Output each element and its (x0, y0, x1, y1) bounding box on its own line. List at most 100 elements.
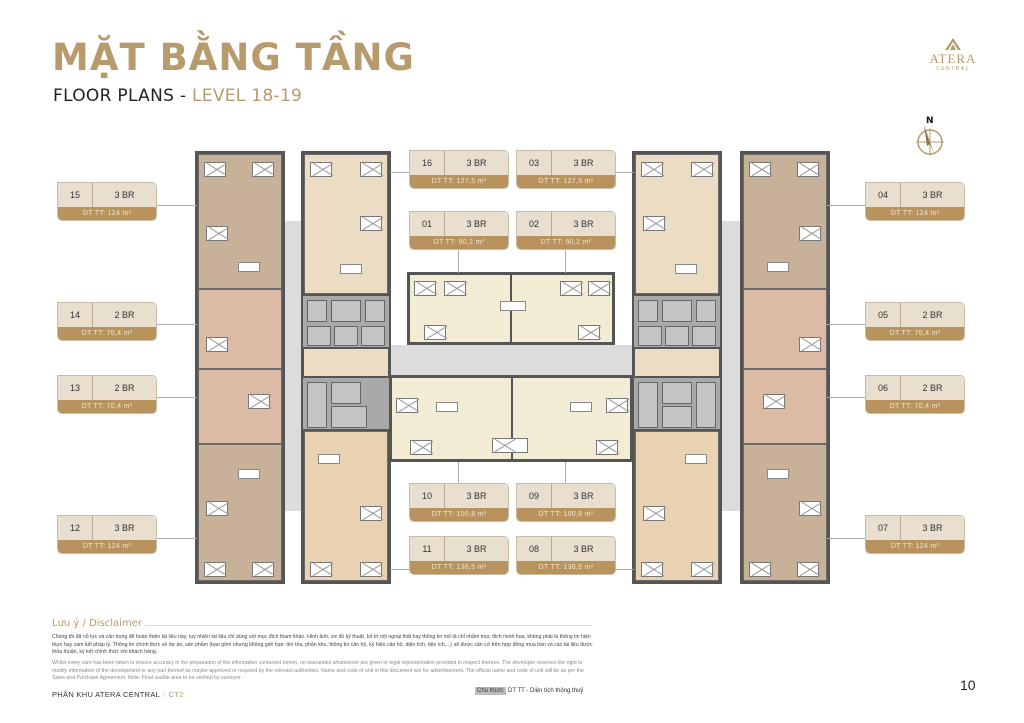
bed-icon (248, 394, 270, 409)
bed-icon (641, 162, 663, 177)
core-elevator-stair-left-bottom (301, 376, 391, 431)
unit-area: DT TT: 70,4 m² (866, 400, 964, 413)
bed-icon (641, 562, 663, 577)
subtitle-level: LEVEL 18-19 (192, 86, 303, 106)
unit-bedrooms: 3 BR (466, 491, 487, 501)
unit-area: DT TT: 90,2 m² (410, 236, 508, 249)
leader-line-01 (458, 248, 459, 273)
unit-bedrooms: 2 BR (114, 383, 135, 393)
footer-separator: / (163, 690, 166, 699)
unit-label-04[interactable]: 04 3 BR DT TT: 124 m² (866, 183, 964, 220)
bed-icon (252, 562, 274, 577)
bed-icon (492, 438, 528, 453)
unit-label-13[interactable]: 13 2 BR DT TT: 70,4 m² (58, 376, 156, 413)
atera-central-logo: ATERA CENTRAL (920, 38, 986, 72)
leader-line-11 (390, 569, 410, 570)
leader-line-10 (458, 462, 459, 485)
unit-number: 06 (866, 376, 901, 400)
unit-number: 04 (866, 183, 901, 207)
compass-north-label: N (926, 116, 934, 126)
unit-number: 14 (58, 303, 93, 327)
legend-value: DT TT - Diện tích thông thuỷ (508, 688, 584, 694)
leader-line-09 (565, 462, 566, 485)
unit-number: 16 (410, 151, 445, 175)
dining-table-icon (238, 262, 260, 272)
unit-number: 08 (517, 537, 552, 561)
page-title-vietnamese: MẶT BẰNG TẦNG (52, 36, 415, 79)
block-far-left (195, 151, 285, 584)
unit-bedrooms: 3 BR (114, 190, 135, 200)
leader-line-06 (827, 397, 867, 398)
dining-table-icon (436, 402, 458, 412)
footer-zone-name: PHÂN KHU ATERA CENTRAL (52, 690, 161, 699)
unit-number: 01 (410, 212, 445, 236)
block-center-bottom (389, 375, 633, 462)
unit-bedrooms: 2 BR (922, 310, 943, 320)
north-compass-icon: N (912, 114, 948, 160)
unit-area: DT TT: 124 m² (866, 207, 964, 220)
bed-icon (578, 325, 600, 340)
bed-icon (588, 281, 610, 296)
footer-zone: PHÂN KHU ATERA CENTRAL/CT2 (52, 690, 184, 699)
bed-icon (444, 281, 466, 296)
bed-icon (360, 162, 382, 177)
unit-area: DT TT: 90,2 m² (517, 236, 615, 249)
footer-building-code: CT2 (168, 690, 184, 699)
unit-label-15[interactable]: 15 3 BR DT TT: 124 m² (58, 183, 156, 220)
unit-bedrooms: 3 BR (466, 544, 487, 554)
leader-line-04 (827, 205, 867, 206)
unit-number: 02 (517, 212, 552, 236)
unit-number: 15 (58, 183, 93, 207)
disclaimer-text-vietnamese: Chúng tôi đã nỗ lực và cẩn trọng để hoàn… (52, 634, 593, 656)
bed-icon (360, 562, 382, 577)
leader-line-13 (155, 397, 197, 398)
unit-number: 11 (410, 537, 445, 561)
dining-table-icon (767, 262, 789, 272)
bed-icon (799, 501, 821, 516)
bed-icon (414, 281, 436, 296)
unit-area: DT TT: 70,4 m² (58, 327, 156, 340)
dining-table-icon (500, 301, 526, 311)
leader-line-02 (565, 248, 566, 273)
leader-line-05 (827, 324, 867, 325)
bed-icon (797, 162, 819, 177)
bed-icon (410, 440, 432, 455)
bed-icon (560, 281, 582, 296)
unit-area: DT TT: 136,5 m² (410, 561, 508, 574)
bed-icon (763, 394, 785, 409)
unit-number: 12 (58, 516, 93, 540)
bed-icon (797, 562, 819, 577)
block-far-right (740, 151, 830, 584)
unit-number: 13 (58, 376, 93, 400)
bed-icon (643, 216, 665, 231)
unit-label-11[interactable]: 11 3 BR DT TT: 136,5 m² (410, 537, 508, 574)
bed-icon (596, 440, 618, 455)
leader-line-15 (155, 205, 197, 206)
bed-icon (396, 398, 418, 413)
unit-area: DT TT: 100,8 m² (517, 508, 615, 521)
legend-key: Chú thích: (475, 687, 507, 695)
unit-bedrooms: 3 BR (466, 158, 487, 168)
unit-05-area (743, 289, 827, 369)
bed-icon (206, 501, 228, 516)
unit-bedrooms: 3 BR (922, 190, 943, 200)
block-right-inner (632, 151, 722, 584)
unit-area: DT TT: 124 m² (58, 207, 156, 220)
floor-plan-drawing (195, 151, 831, 584)
unit-area: DT TT: 70,4 m² (58, 400, 156, 413)
bed-icon (206, 337, 228, 352)
bed-icon (360, 216, 382, 231)
leader-line-08 (614, 569, 634, 570)
